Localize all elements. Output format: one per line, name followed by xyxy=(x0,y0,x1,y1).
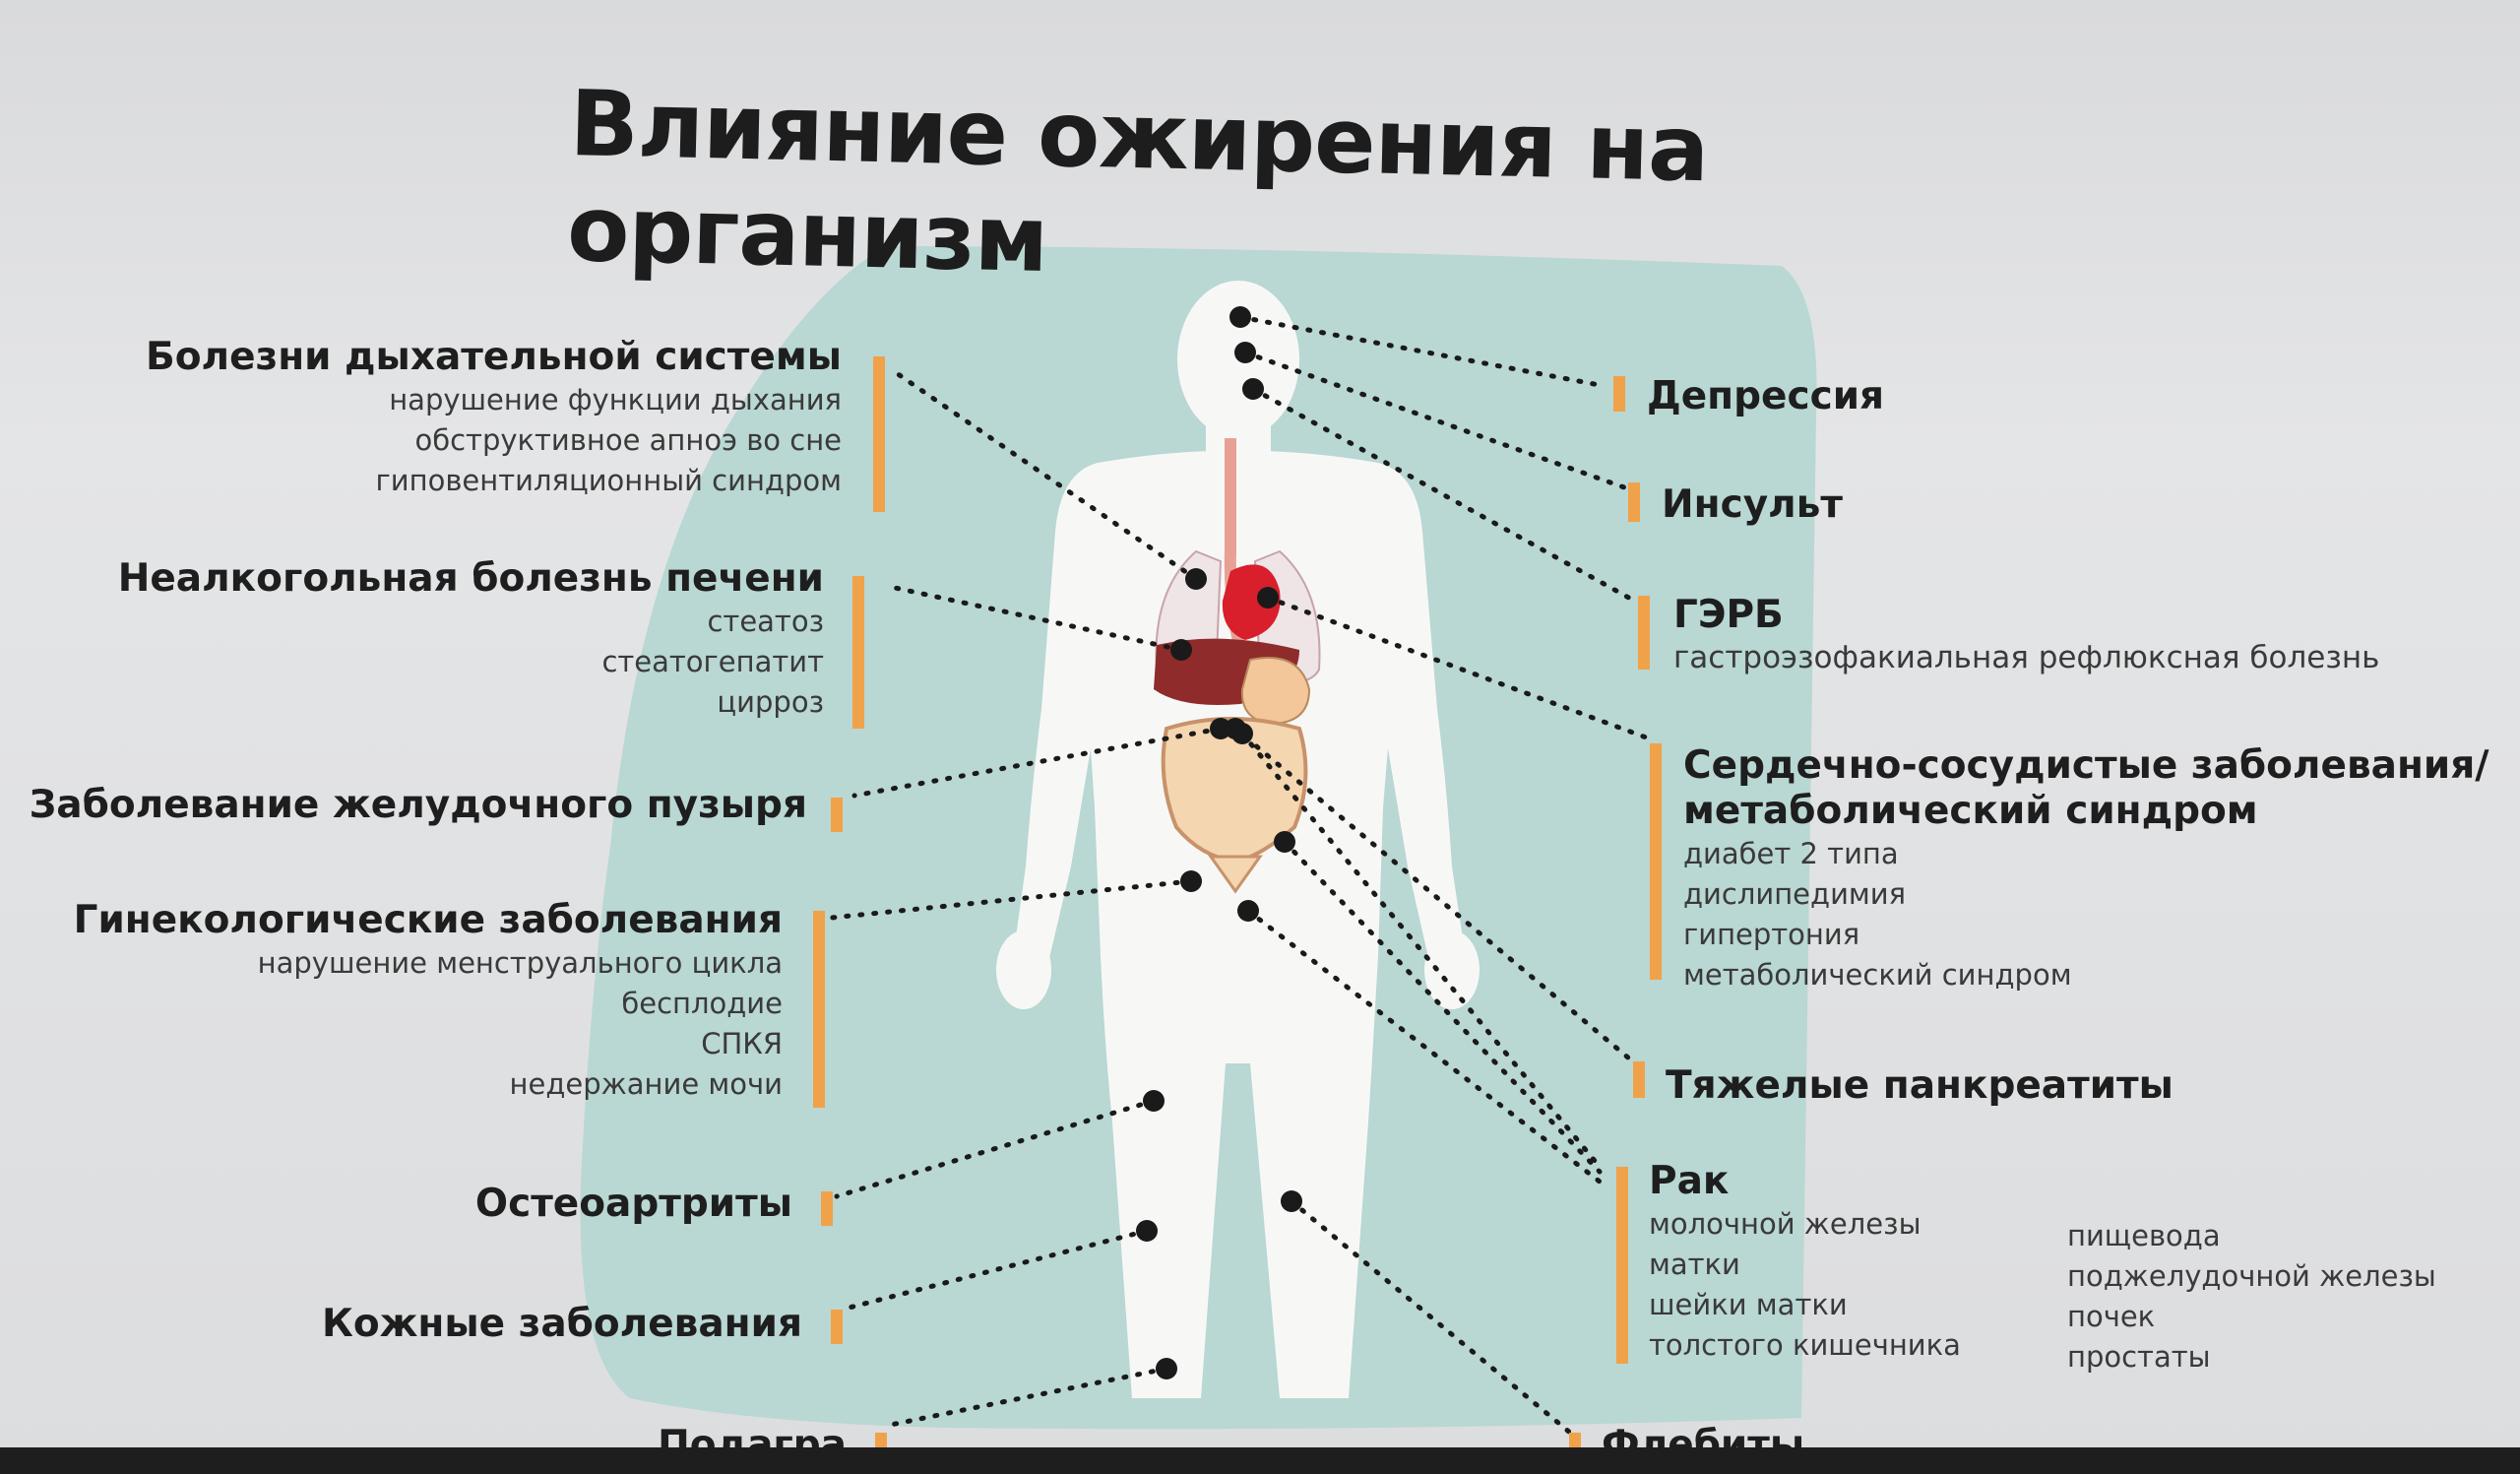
group-heading: Рак xyxy=(1649,1159,1730,1203)
group-item: метаболический синдром xyxy=(1683,958,2072,992)
group-item: гипертония xyxy=(1683,918,1860,951)
connector-dot-cardio xyxy=(1257,587,1279,609)
group-heading: ГЭРБ xyxy=(1673,593,1784,637)
connector-dot-gout xyxy=(1156,1358,1177,1379)
connector-line-cancer3 xyxy=(1245,908,1603,1185)
heart xyxy=(1222,564,1281,640)
group-item: гастроэзофакиальная рефлюксная болезнь xyxy=(1673,640,2380,675)
group-heading: Сердечно-сосудистые заболевания/ xyxy=(1683,743,2489,788)
connector-line-gyn xyxy=(829,878,1194,921)
group-cancer-col2: пищевода поджелудочной железы почек прос… xyxy=(2067,1216,2436,1378)
accent-bar-liver xyxy=(852,576,864,729)
group-item: толстого кишечника xyxy=(1649,1328,1961,1362)
group-osteoarthritis: Остеоартриты xyxy=(475,1182,792,1227)
accent-bar-gyn xyxy=(813,911,825,1108)
group-stroke: Инсульт xyxy=(1662,482,1843,528)
group-item: поджелудочной железы xyxy=(2067,1259,2436,1293)
group-gerd: ГЭРБ гастроэзофакиальная рефлюксная боле… xyxy=(1673,593,2379,678)
group-heading: Гинекологические заболевания xyxy=(73,898,783,942)
group-item: недержание мочи xyxy=(509,1067,783,1101)
group-heading: Депрессия xyxy=(1647,374,1885,418)
connector-dot-gerd xyxy=(1242,378,1264,400)
accent-bar-stroke xyxy=(1628,482,1640,522)
accent-bars xyxy=(813,356,1662,1452)
connector-line-liver xyxy=(883,583,1184,653)
accent-bar-gallbladder xyxy=(831,798,843,832)
group-heading: Инсульт xyxy=(1662,482,1843,527)
connector-dots xyxy=(1136,306,1302,1379)
group-liver: Неалкогольная болезнь печени стеатоз сте… xyxy=(118,556,824,723)
group-item: пищевода xyxy=(2067,1219,2221,1252)
group-gallbladder: Заболевание желудочного пузыря xyxy=(30,783,807,828)
connector-line-cardio xyxy=(1265,595,1652,741)
connector-dot-gyn xyxy=(1180,870,1202,892)
connector-line-cancer1 xyxy=(1239,731,1603,1170)
connector-dot-cancer1 xyxy=(1231,723,1253,744)
connector-line-gout xyxy=(883,1366,1169,1429)
connector-dot-cancer3 xyxy=(1237,900,1259,922)
group-item: матки xyxy=(1649,1248,1740,1281)
group-item: шейки матки xyxy=(1649,1288,1848,1321)
connector-line-pancreatitis xyxy=(1232,726,1632,1061)
accent-bar-gerd xyxy=(1638,596,1650,670)
group-respiratory: Болезни дыхательной системы нарушение фу… xyxy=(146,335,842,501)
group-heading-line2: метаболический синдром xyxy=(1683,789,2258,833)
group-cardiovascular: Сердечно-сосудистые заболевания/ метабол… xyxy=(1683,743,2489,995)
group-item: гиповентиляционный синдром xyxy=(375,464,842,497)
body-silhouette xyxy=(996,281,1480,1398)
group-item: обструктивное апноэ во сне xyxy=(414,423,842,457)
bladder xyxy=(1208,855,1263,894)
accent-bar-pancreatitis xyxy=(1633,1061,1645,1098)
accent-bar-resp xyxy=(873,356,885,512)
connector-dot-stroke xyxy=(1234,342,1256,363)
group-cancer: Рак молочной железы матки шейки матки то… xyxy=(1649,1159,1961,1366)
group-heading: Болезни дыхательной системы xyxy=(146,335,842,379)
connector-dot-skin xyxy=(1136,1220,1158,1242)
group-heading: Кожные заболевания xyxy=(321,1302,802,1346)
group-heading: Тяжелые панкреатиты xyxy=(1666,1063,2174,1108)
stomach xyxy=(1240,657,1311,726)
group-gynecological: Гинекологические заболевания нарушение м… xyxy=(74,898,783,1105)
group-item: СПКЯ xyxy=(701,1027,783,1060)
group-skin: Кожные заболевания xyxy=(322,1302,802,1347)
group-heading: Неалкогольная болезнь печени xyxy=(117,556,824,601)
connector-line-skin xyxy=(839,1228,1150,1313)
group-item: цирроз xyxy=(717,685,824,719)
group-item: бесплодие xyxy=(621,987,783,1020)
connector-line-phlebitis xyxy=(1289,1198,1573,1436)
connector-line-gerd xyxy=(1250,386,1637,604)
group-pancreatitis: Тяжелые панкреатиты xyxy=(1666,1063,2174,1109)
connector-dot-phlebitis xyxy=(1281,1190,1302,1212)
connector-dot-liver xyxy=(1170,639,1192,661)
group-item: стеатоз xyxy=(707,605,824,638)
group-item: дислипедимия xyxy=(1683,877,1907,911)
accent-bar-osteo xyxy=(821,1191,833,1226)
connector-line-stroke xyxy=(1242,350,1627,490)
accent-bar-skin xyxy=(831,1310,843,1344)
group-depression: Депрессия xyxy=(1647,374,1884,419)
group-item: стеатогепатит xyxy=(601,645,824,678)
group-item: простаты xyxy=(2067,1340,2211,1374)
group-item: нарушение менструального цикла xyxy=(257,946,783,980)
accent-bar-cancer xyxy=(1616,1167,1628,1364)
page-title: Влияние ожирения на организм xyxy=(566,71,1710,293)
group-item: нарушение функции дыхания xyxy=(389,383,842,417)
group-item: молочной железы xyxy=(1649,1207,1922,1241)
accent-bar-depression xyxy=(1613,376,1625,412)
group-heading: Заболевание желудочного пузыря xyxy=(29,783,807,827)
group-item: почек xyxy=(2067,1300,2156,1333)
connector-lines xyxy=(829,314,1652,1436)
connector-dot-resp xyxy=(1185,568,1207,590)
connector-line-osteo xyxy=(834,1098,1157,1199)
connector-dot-depression xyxy=(1229,306,1251,328)
connector-dot-osteo xyxy=(1143,1090,1165,1112)
group-item: диабет 2 типа xyxy=(1683,837,1899,870)
accent-bar-cardio xyxy=(1650,743,1662,980)
group-heading: Остеоартриты xyxy=(474,1182,792,1226)
screen-bottom-edge xyxy=(0,1447,2520,1474)
connector-dot-cancer2 xyxy=(1274,831,1295,853)
